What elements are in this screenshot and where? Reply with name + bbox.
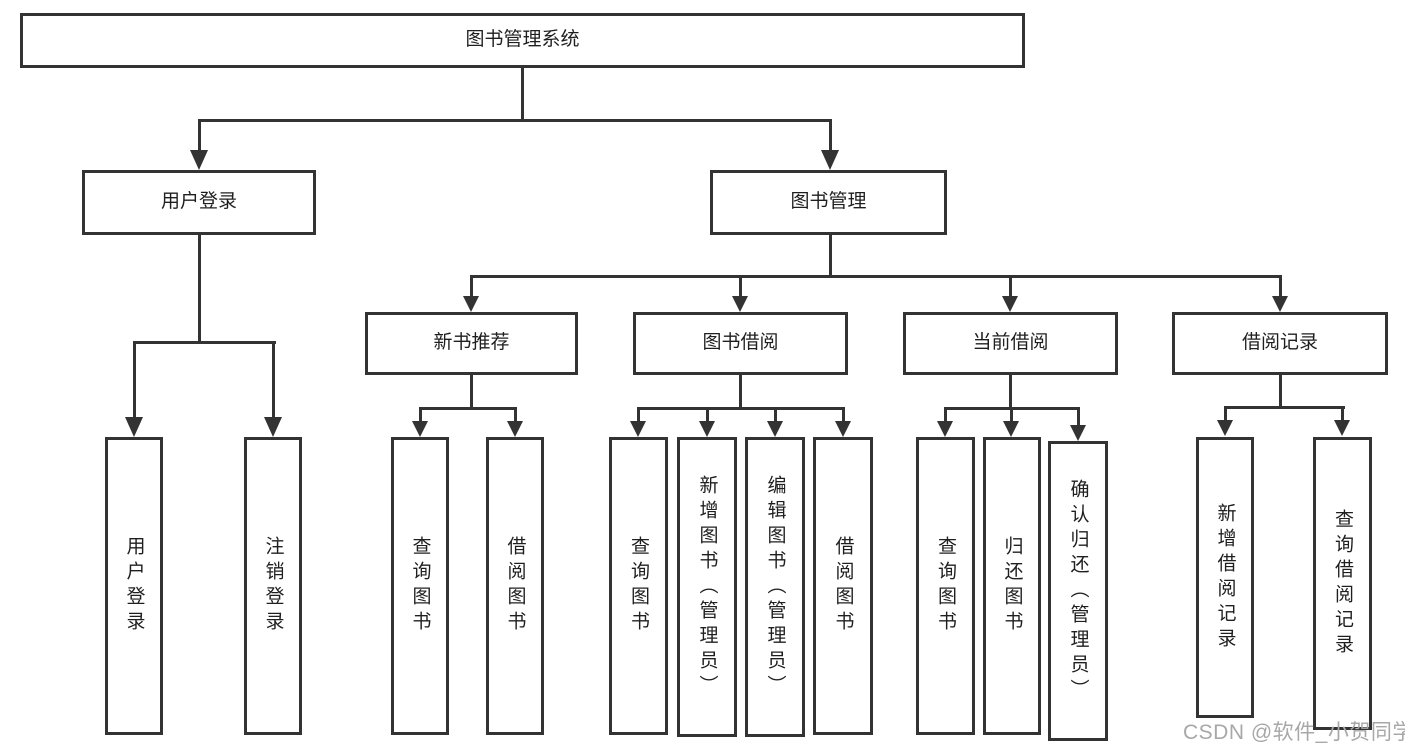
node-library-management-system: 图书管理系统	[20, 13, 1025, 68]
node-leaf-logout: 注销登录	[244, 437, 302, 735]
arrow-down-icon	[1070, 425, 1086, 441]
node-leaf-query-books-2: 查询图书	[609, 437, 668, 735]
connector-drop-borrow-records	[1279, 274, 1282, 297]
node-leaf-return-books: 归还图书	[983, 437, 1041, 735]
arrow-down-icon	[630, 421, 646, 437]
connector-drop	[1009, 406, 1013, 422]
arrow-down-icon	[732, 296, 748, 312]
csdn-watermark: CSDN @软件_小贺同学	[1183, 721, 1405, 744]
connector-user-login-stem	[197, 235, 201, 343]
connector-user-login-branch	[132, 340, 276, 344]
connector-root-branch	[197, 118, 832, 122]
connector-drop-book-management	[828, 118, 832, 152]
arrow-down-icon	[412, 421, 428, 437]
connector-drop-user-login	[197, 118, 201, 152]
node-new-book-recommendation: 新书推荐	[365, 312, 578, 375]
connector-new-book-stem	[469, 375, 473, 408]
arrow-down-icon	[190, 150, 208, 170]
connector-drop	[773, 406, 777, 422]
node-leaf-confirm-return-admin: 确认归还（管理员）	[1048, 441, 1108, 741]
node-leaf-borrow-books-1: 借阅图书	[486, 437, 544, 735]
node-leaf-edit-book-admin: 编辑图书（管理员）	[745, 437, 805, 737]
node-user-login: 用户登录	[82, 170, 316, 235]
connector-drop	[1223, 405, 1227, 421]
connector-new-book-branch	[418, 406, 517, 410]
connector-drop	[636, 406, 640, 422]
node-borrowing-records: 借阅记录	[1172, 312, 1388, 375]
connector-book-borrow-stem	[738, 375, 742, 408]
connector-current-borrow-stem	[1009, 375, 1012, 408]
arrow-down-icon	[1217, 420, 1233, 436]
connector-borrow-records-stem	[1278, 374, 1282, 407]
node-leaf-add-book-admin: 新增图书（管理员）	[677, 437, 737, 737]
arrow-down-icon	[507, 421, 523, 437]
connector-drop	[705, 406, 709, 422]
connector-borrow-records-branch	[1223, 405, 1345, 409]
arrow-down-icon	[463, 296, 479, 312]
node-leaf-add-borrow-record: 新增借阅记录	[1196, 437, 1254, 718]
connector-drop-book-borrow	[739, 274, 742, 297]
connector-drop	[841, 406, 845, 422]
connector-drop	[1341, 405, 1344, 421]
connector-drop	[418, 406, 422, 422]
arrow-down-icon	[937, 421, 953, 437]
node-leaf-query-borrow-record: 查询借阅记录	[1313, 437, 1372, 730]
connector-book-borrow-branch	[636, 406, 845, 410]
connector-drop-logout	[271, 340, 275, 418]
node-leaf-query-books-3: 查询图书	[916, 437, 975, 735]
node-book-management: 图书管理	[710, 170, 947, 235]
arrow-down-icon	[1003, 421, 1019, 437]
connector-book-management-stem	[828, 235, 832, 277]
connector-drop	[1076, 406, 1080, 426]
arrow-down-icon	[125, 417, 143, 437]
connector-drop	[513, 406, 517, 422]
node-leaf-user-login: 用户登录	[105, 437, 163, 735]
connector-book-management-branch	[469, 274, 1282, 278]
arrow-down-icon	[699, 421, 715, 437]
arrow-down-icon	[1002, 296, 1018, 312]
node-leaf-borrow-books-2: 借阅图书	[813, 437, 873, 735]
connector-root-stem	[520, 68, 524, 121]
arrow-down-icon	[264, 417, 282, 437]
connector-drop-current-borrow	[1009, 274, 1012, 297]
connector-drop	[944, 406, 947, 422]
node-leaf-query-books-1: 查询图书	[391, 437, 449, 735]
arrow-down-icon	[767, 421, 783, 437]
node-book-borrowing: 图书借阅	[633, 312, 848, 375]
arrow-down-icon	[821, 150, 839, 170]
arrow-down-icon	[1334, 420, 1350, 436]
node-current-borrowing: 当前借阅	[903, 312, 1118, 375]
connector-drop-login	[132, 340, 136, 418]
arrow-down-icon	[835, 421, 851, 437]
arrow-down-icon	[1272, 296, 1288, 312]
connector-drop-new-book	[469, 274, 473, 297]
